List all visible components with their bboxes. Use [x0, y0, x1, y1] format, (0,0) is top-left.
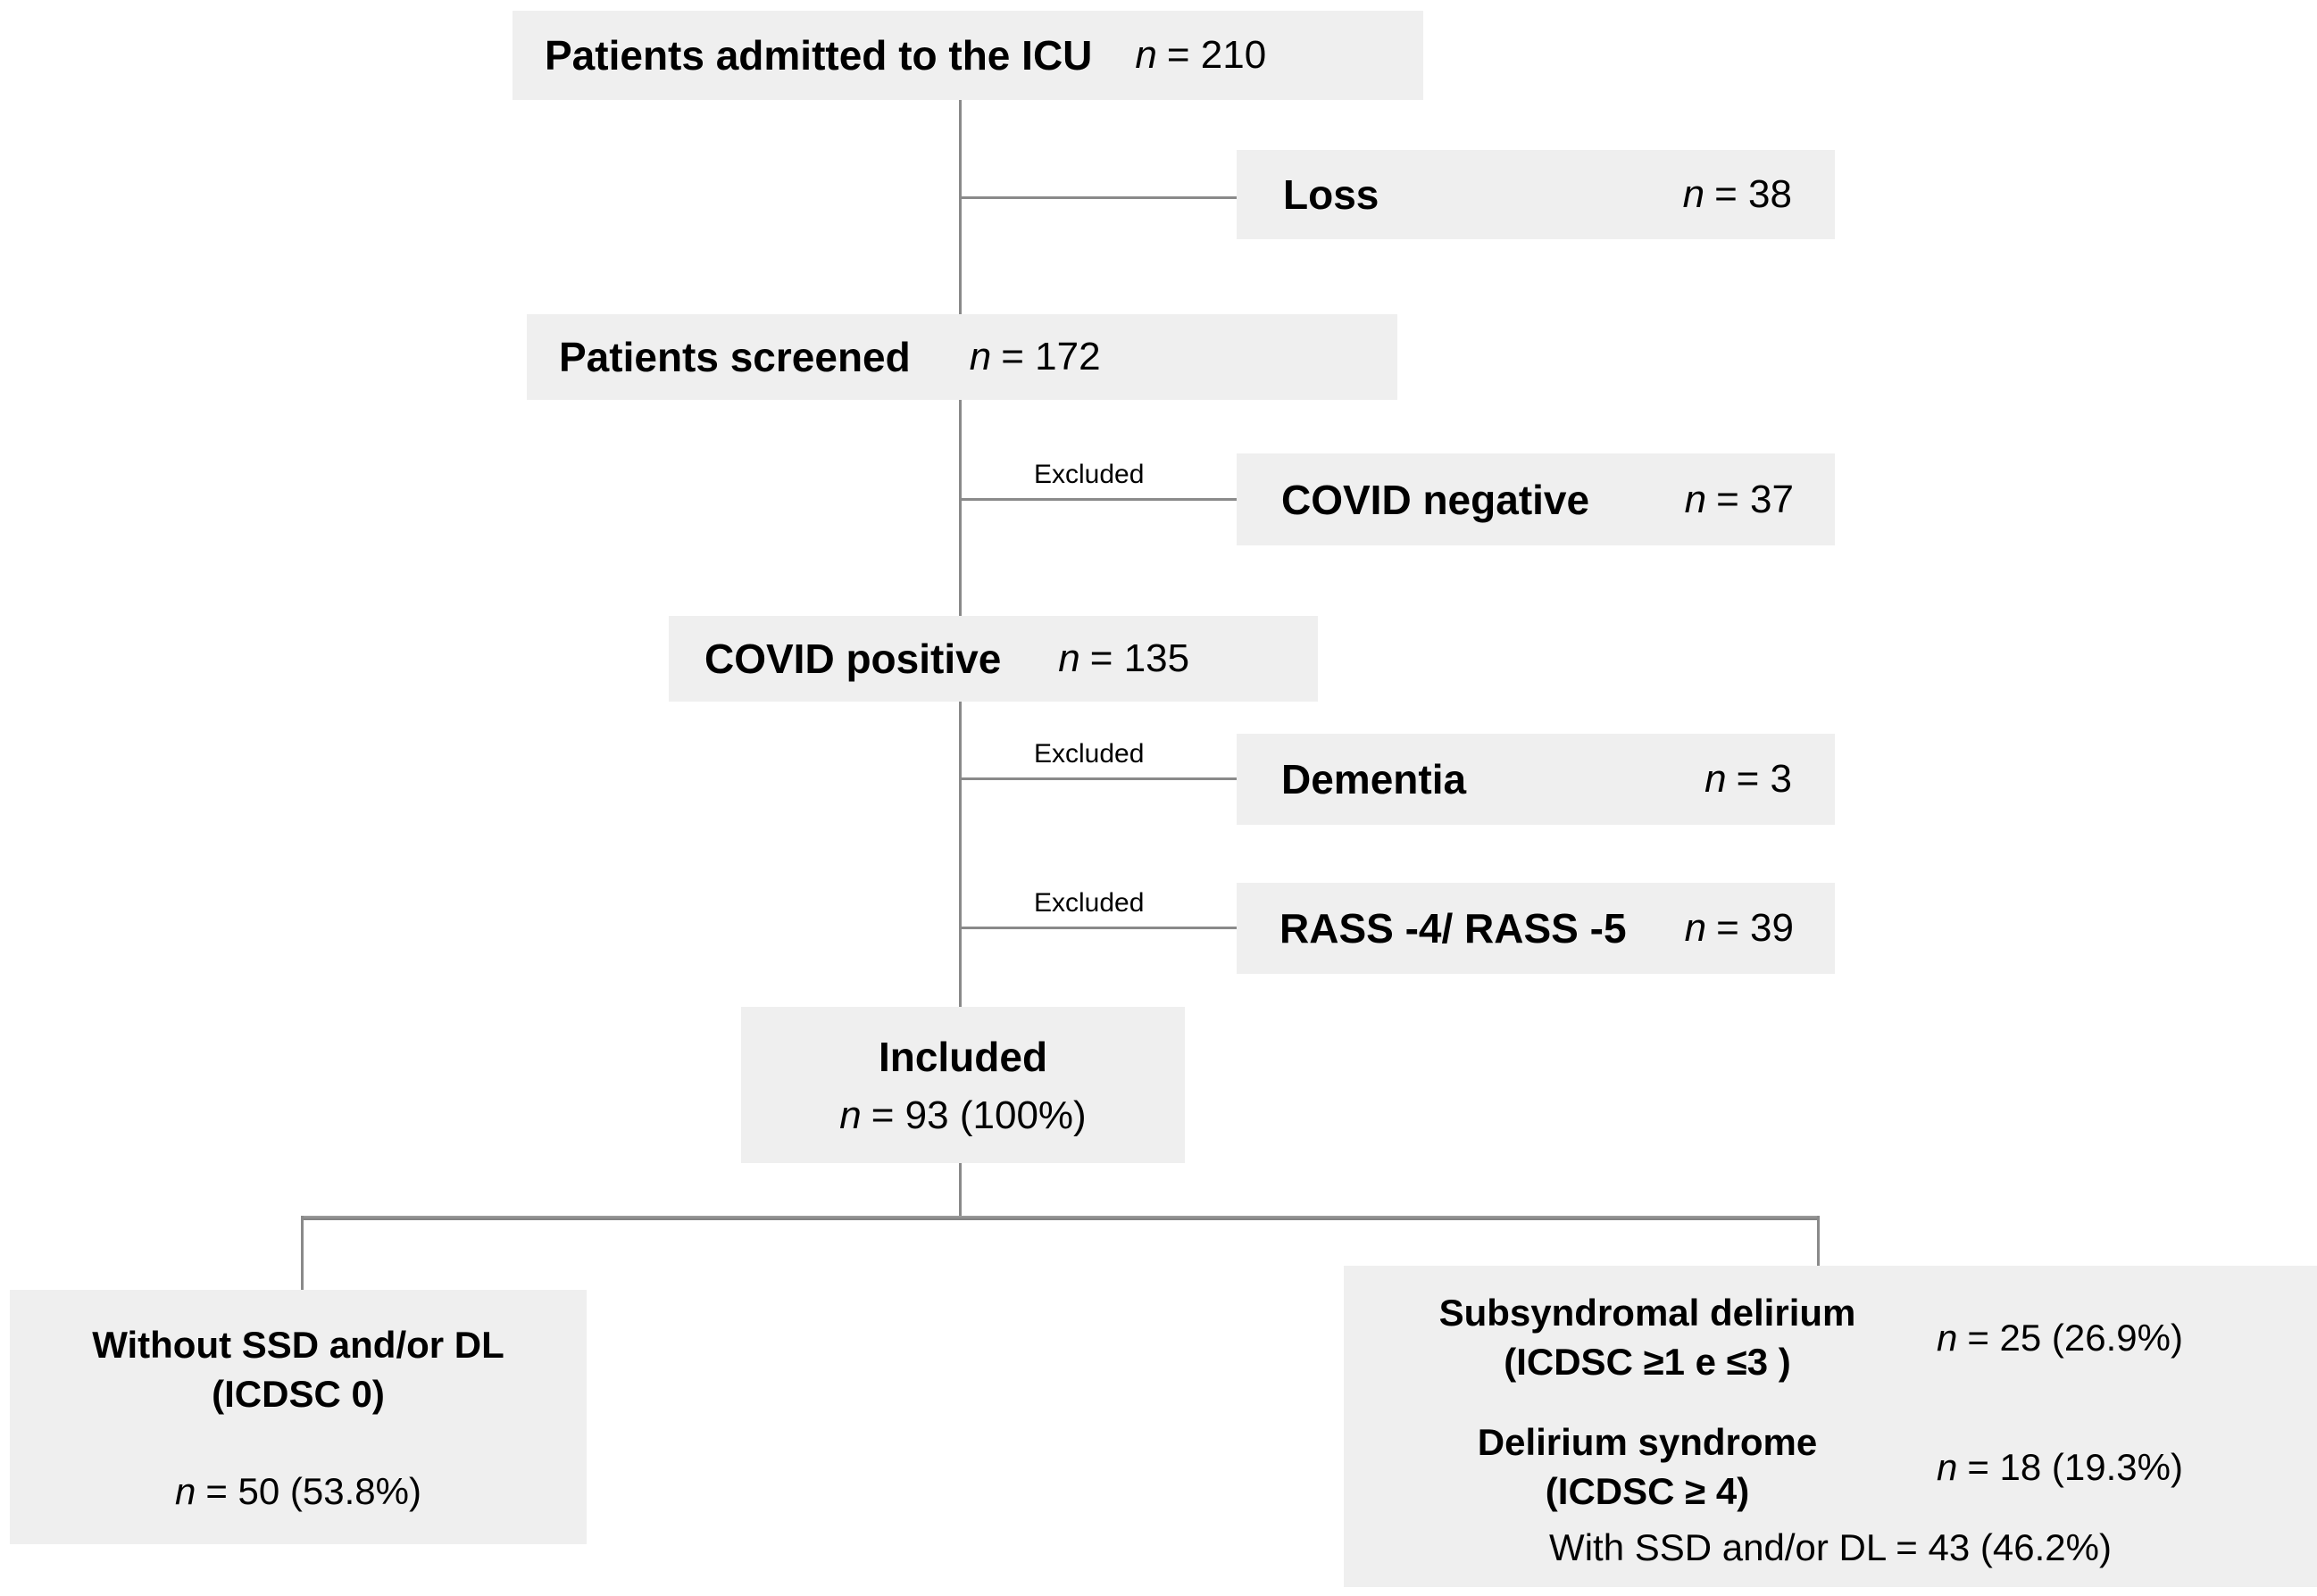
- n-symbol: n: [1135, 33, 1157, 77]
- node-with-ssd: Subsyndromal delirium (ICDSC ≥1 e ≤3 ) n…: [1344, 1266, 2317, 1587]
- node-covid-negative: COVID negative n= 37: [1237, 453, 1835, 545]
- node-count: n= 18 (19.3%): [1937, 1446, 2183, 1489]
- node-label: COVID negative: [1281, 476, 1590, 523]
- n-symbol: n: [1684, 906, 1707, 950]
- excluded-label-covid-negative: Excluded: [1034, 460, 1145, 489]
- n-symbol: n: [839, 1093, 862, 1137]
- node-count: n= 25 (26.9%): [1937, 1317, 2183, 1359]
- with-ssd-total: With SSD and/or DL = 43 (46.2%): [1549, 1526, 2112, 1569]
- node-included: Included n= 93 (100%): [741, 1007, 1185, 1163]
- node-label: Patients screened: [559, 334, 911, 380]
- node-count: n= 38: [1683, 172, 1792, 217]
- node-count: n= 210: [1135, 33, 1266, 78]
- node-covid-positive: COVID positive n= 135: [669, 616, 1318, 702]
- connector-admitted-to-screened: [959, 100, 962, 314]
- connector-screened-to-covidpositive: [959, 400, 962, 616]
- node-label: Dementia: [1281, 756, 1467, 802]
- n-symbol: n: [1058, 636, 1080, 680]
- n-value: = 38: [1714, 172, 1792, 216]
- node-label-line2: (ICDSC ≥1 e ≤3 ): [1504, 1340, 1791, 1383]
- node-count: n= 172: [970, 335, 1101, 379]
- n-value: = 25 (26.9%): [1967, 1316, 2183, 1359]
- n-value: = 50 (53.8%): [205, 1470, 421, 1513]
- n-symbol: n: [969, 335, 992, 378]
- node-count: n= 39: [1685, 906, 1794, 951]
- node-label: Loss: [1283, 171, 1379, 218]
- n-value: = 93 (100%): [871, 1093, 1087, 1137]
- connector-included-to-split: [959, 1163, 962, 1216]
- n-symbol: n: [1684, 477, 1707, 521]
- n-value: = 37: [1716, 477, 1794, 521]
- node-patients-screened: Patients screened n= 172: [527, 314, 1397, 400]
- node-label-line2: (ICDSC 0): [212, 1372, 385, 1415]
- connector-split-to-withoutssd: [301, 1216, 304, 1290]
- connector-dementia-branch: [960, 777, 1237, 780]
- node-label-line2: (ICDSC ≥ 4): [1545, 1469, 1750, 1512]
- n-symbol: n: [1682, 172, 1705, 216]
- node-count: n= 93 (100%): [839, 1093, 1086, 1138]
- n-value: = 210: [1166, 33, 1267, 77]
- connector-split-horizontal: [301, 1216, 1820, 1220]
- node-label-line1: Delirium syndrome: [1477, 1421, 1818, 1464]
- n-value: = 3: [1736, 757, 1792, 801]
- delirium-syndrome-row: Delirium syndrome (ICDSC ≥ 4) n= 18 (19.…: [1344, 1418, 2317, 1516]
- node-label: Subsyndromal delirium (ICDSC ≥1 e ≤3 ): [1371, 1289, 1924, 1386]
- node-rass: RASS -4/ RASS -5 n= 39: [1237, 883, 1835, 974]
- n-value: = 135: [1089, 636, 1190, 680]
- node-patients-admitted: Patients admitted to the ICU n= 210: [513, 11, 1423, 100]
- node-label: Included: [878, 1033, 1048, 1080]
- node-dementia: Dementia n= 3: [1237, 734, 1835, 825]
- node-label: Without SSD and/or DL (ICDSC 0): [92, 1321, 504, 1418]
- node-count: n= 37: [1685, 478, 1794, 522]
- node-label: RASS -4/ RASS -5: [1279, 905, 1627, 952]
- subsyndromal-delirium-row: Subsyndromal delirium (ICDSC ≥1 e ≤3 ) n…: [1344, 1289, 2317, 1386]
- connector-covidnegative-branch: [960, 498, 1237, 501]
- node-loss: Loss n= 38: [1237, 150, 1835, 239]
- node-count: n= 135: [1058, 636, 1189, 681]
- node-label-line1: Subsyndromal delirium: [1438, 1292, 1856, 1334]
- n-symbol: n: [1704, 757, 1727, 801]
- node-without-ssd: Without SSD and/or DL (ICDSC 0) n= 50 (5…: [10, 1290, 587, 1544]
- excluded-label-dementia: Excluded: [1034, 739, 1145, 769]
- connector-split-to-withssd: [1817, 1216, 1820, 1266]
- n-symbol: n: [1936, 1445, 1958, 1488]
- connector-loss-branch: [960, 196, 1237, 199]
- n-value: = 18 (19.3%): [1967, 1445, 2183, 1488]
- node-label: Patients admitted to the ICU: [545, 32, 1093, 79]
- node-label-line1: Without SSD and/or DL: [92, 1323, 504, 1366]
- node-label: COVID positive: [704, 636, 1002, 682]
- node-label: Delirium syndrome (ICDSC ≥ 4): [1371, 1418, 1924, 1516]
- node-count: n= 3: [1704, 757, 1792, 802]
- n-symbol: n: [174, 1470, 196, 1513]
- n-value: = 172: [1001, 335, 1101, 378]
- excluded-label-rass: Excluded: [1034, 888, 1145, 918]
- n-value: = 39: [1716, 906, 1794, 950]
- n-symbol: n: [1936, 1316, 1958, 1359]
- connector-covidpositive-to-included: [959, 702, 962, 1007]
- connector-rass-branch: [960, 927, 1237, 929]
- node-count: n= 50 (53.8%): [175, 1470, 421, 1513]
